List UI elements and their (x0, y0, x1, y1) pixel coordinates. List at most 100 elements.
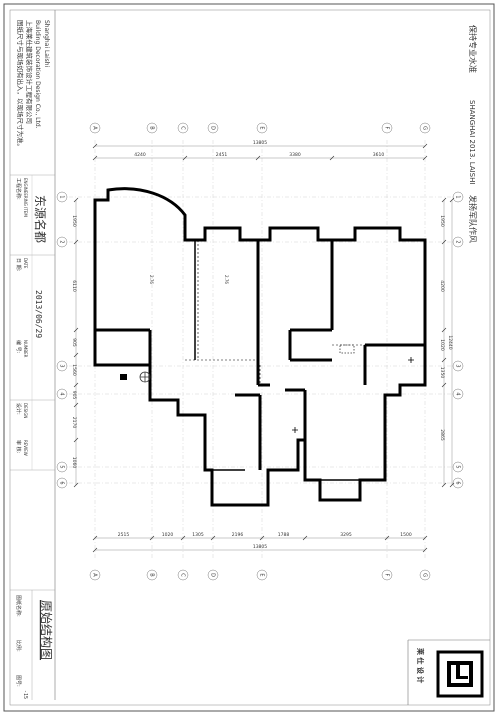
page-label: 图号: (15, 675, 21, 687)
axis-label-G-top: G (422, 126, 428, 130)
right-dim-tick (441, 197, 447, 203)
left-dim-tick (73, 437, 79, 443)
axis-bubble-3-left (56, 360, 68, 372)
project-label: 工程名称: (15, 178, 22, 200)
top-dim-tick (92, 155, 98, 161)
review-label: 审 核: (15, 440, 22, 454)
axis-bubble-F-top (381, 122, 393, 134)
axis-label-5-right: 5 (455, 465, 461, 468)
axis-bubble-6-right (452, 477, 464, 489)
bottom-dim-label: 1020 (162, 532, 174, 538)
axis-bubble-2-left (56, 236, 68, 248)
axis-bubble-1-right (452, 191, 464, 203)
scale-label: 比例: (15, 640, 22, 652)
axis-bubble-A-top (89, 122, 101, 134)
bottom-dim-tick (92, 535, 98, 541)
left-dim-tick (73, 402, 79, 408)
review-label-en: REVIEW (23, 440, 28, 456)
title-block: 图纸尺寸与现场如有出入，以现场尺寸为准。 上海莱仕建筑装饰设计工程有限公司 Bu… (10, 10, 56, 700)
number-label-en: NUMBER (23, 340, 28, 358)
axis-label-D-bottom: D (210, 573, 216, 577)
room-height-b: 2.76 (224, 275, 229, 284)
axis-label-D-top: D (210, 126, 216, 130)
axis-label-2-right: 2 (455, 240, 461, 243)
drain-marker-icon (292, 357, 414, 433)
top-dim-label: 4240 (134, 152, 146, 158)
axis-bubble-5-right (452, 461, 464, 473)
design-label-en: DESIGN (23, 403, 28, 418)
bottom-dim-tick (210, 535, 216, 541)
axis-bubble-E-top (256, 122, 268, 134)
axis-label-4-left: 4 (59, 392, 65, 395)
right-dim-label: 1950 (439, 215, 445, 227)
axis-label-A-bottom: A (92, 573, 98, 577)
company-note: 图纸尺寸与现场如有出入，以现场尺寸为准。 (16, 20, 25, 150)
right-dim-label: 4200 (439, 280, 445, 292)
left-dim-label: 1560 (71, 364, 77, 376)
left-dim-tick (73, 327, 79, 333)
right-total-dim-label: 12440 (447, 335, 453, 349)
top-dim-label: 2451 (216, 152, 228, 158)
date-value: 2013/06/29 (34, 290, 43, 338)
axis-label-C-bottom: C (180, 573, 186, 577)
axis-label-2-left: 2 (59, 240, 65, 243)
company-name-cn: 上海莱仕建筑装饰设计工程有限公司 (25, 20, 34, 124)
company-motto: 保持专业水准 (468, 25, 478, 73)
drawing-label: 图纸名称: (15, 595, 22, 617)
axis-bubble-4-left (56, 388, 68, 400)
logo-mark-icon (436, 650, 484, 698)
plan-walls (93, 187, 427, 507)
top-total-dim-label: 13805 (253, 140, 267, 146)
room-height-a: 2.76 (149, 275, 154, 284)
axis-bubble-D-top (207, 122, 219, 134)
project-label-en: ENGINEERING ITEM (23, 178, 28, 217)
bottom-dim-label: 1305 (192, 532, 204, 538)
top-total-dim-tick (422, 143, 428, 149)
axis-label-B-bottom: B (149, 573, 155, 577)
axis-bubble-F-bottom (381, 569, 393, 581)
axis-label-6-right: 6 (455, 481, 461, 484)
axis-label-E-top: E (259, 126, 265, 129)
left-dim-label: 1950 (71, 215, 77, 227)
axis-bubble-1-left (56, 191, 68, 203)
sheet-frame (3, 3, 495, 712)
company-name-en-1: Building Decoration Design Co., Ltd. (34, 20, 41, 129)
axis-label-3-left: 3 (59, 364, 65, 367)
project-banner: SHANGHAI 2013. LAISHI (468, 100, 476, 184)
axis-bubble-B-top (146, 122, 158, 134)
right-dim-tick (441, 382, 447, 388)
axis-label-3-right: 3 (455, 364, 461, 367)
axis-bubble-D-bottom (207, 569, 219, 581)
axis-bubble-A-bottom (89, 569, 101, 581)
axis-bubble-C-bottom (177, 569, 189, 581)
axis-label-A-top: A (92, 126, 98, 130)
right-dim-label: 2865 (439, 429, 445, 441)
axis-bubble-3-right (452, 360, 464, 372)
vent-shaft-icon (339, 344, 355, 354)
left-dim-label: 905 (71, 391, 77, 400)
right-dim-tick (441, 327, 447, 333)
bottom-dim-tick (180, 535, 186, 541)
bottom-dim-tick (259, 535, 265, 541)
outer-wall (93, 187, 427, 507)
number-label: 编 号: (15, 340, 22, 354)
left-dim-tick (73, 482, 79, 488)
axis-label-C-top: C (180, 126, 186, 130)
bottom-dim-label: 2196 (232, 532, 244, 538)
left-dim-label: 2170 (71, 417, 77, 429)
bottom-total-dim-tick (92, 547, 98, 553)
axis-bubble-B-bottom (146, 569, 158, 581)
axis-bubble-G-bottom (419, 569, 431, 581)
bottom-dim-tick (302, 535, 308, 541)
bottom-dim-label: 1500 (400, 532, 412, 538)
left-dim-tick (73, 239, 79, 245)
axis-bubble-5-left (56, 461, 68, 473)
axis-label-6-left: 6 (59, 481, 65, 484)
top-dim-label: 3380 (289, 152, 301, 158)
left-dim-label: 905 (71, 338, 77, 347)
bottom-total-dim-label: 13805 (253, 544, 267, 550)
axis-bubble-6-left (56, 477, 68, 489)
